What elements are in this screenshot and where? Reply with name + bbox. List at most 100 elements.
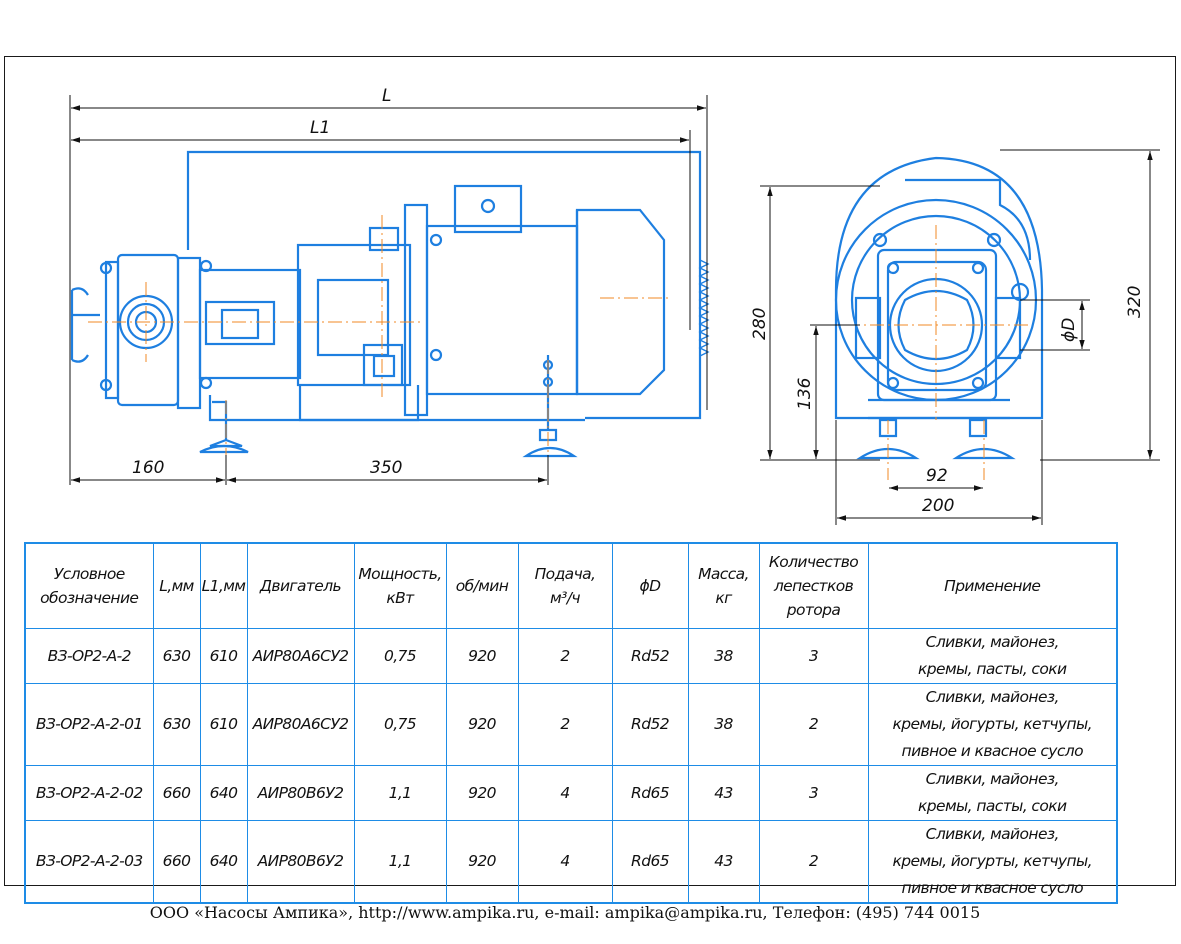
cell-flow: 2: [517, 683, 613, 766]
dim-320: 320: [1125, 286, 1145, 318]
header-cell: Количество лепестков ротора: [758, 542, 869, 629]
cell-flow: 4: [517, 765, 613, 821]
dim-92: 92: [926, 466, 948, 486]
cell-L: 630: [152, 628, 201, 684]
header-text: Двигатель: [259, 577, 342, 595]
cell-L: 630: [152, 683, 201, 766]
cell-power: 0,75: [353, 628, 447, 684]
header-text: Применение: [944, 577, 1041, 595]
header-text: Количество: [768, 553, 859, 571]
header-text: Условное: [53, 565, 125, 583]
header-text: м³/ч: [550, 589, 580, 607]
dim-L: L: [382, 86, 391, 106]
front-view: [834, 156, 1044, 460]
cell-petals: 3: [758, 765, 869, 821]
header-text: Масса,: [698, 565, 749, 583]
dim-160: 160: [132, 458, 164, 478]
header-cell: Масса, кг: [687, 542, 760, 629]
cell-motor: АИР80А6СУ2: [246, 683, 355, 766]
cell-use: Сливки, майонез,кремы, пасты, соки: [867, 628, 1118, 684]
header-cell: об/мин: [445, 542, 519, 629]
header-cell: L,мм: [152, 542, 201, 629]
cell-code: ВЗ-ОР2-А-2-03: [24, 820, 154, 904]
use-line: Сливки, майонез,: [925, 688, 1060, 706]
cell-rpm: 920: [445, 628, 519, 684]
side-view: [70, 150, 710, 458]
cell-D: Rd65: [611, 820, 689, 904]
cell-power: 1,1: [353, 820, 447, 904]
cell-use: Сливки, майонез, кремы, пасты, соки: [867, 765, 1118, 821]
cell-D: Rd65: [611, 765, 689, 821]
header-text: L1,мм: [201, 577, 246, 595]
cell-flow: 2: [517, 628, 613, 684]
header-text: ротора: [786, 601, 841, 619]
cell-mass: 38: [687, 683, 760, 766]
header-text: Подача,: [534, 565, 596, 583]
cell-L1: 640: [199, 820, 248, 904]
use-line: Сливки, майонез,: [925, 825, 1060, 843]
cell-code: ВЗ-ОР2-А-2-01: [24, 683, 154, 766]
cell-rpm: 920: [445, 820, 519, 904]
use-line: кремы, йогурты, кетчупы,: [892, 715, 1092, 733]
use-line: кремы, пасты, соки: [918, 797, 1067, 815]
cell-L1: 640: [199, 765, 248, 821]
use-line: пивное и квасное сусло: [901, 742, 1084, 760]
company-footer: ООО «Насосы Ампика», http://www.ampika.r…: [149, 903, 981, 922]
header-text: лепестков: [773, 577, 854, 595]
cell-power: 0,75: [353, 683, 447, 766]
cell-use: Сливки, майонез, кремы, йогурты, кетчупы,…: [867, 683, 1118, 766]
use-line: кремы, пасты, соки: [918, 660, 1067, 678]
cell-petals: 3: [758, 628, 869, 684]
pump-technical-drawing: L L1 160 350: [69, 86, 1160, 525]
dim-phiD: ϕD: [1059, 318, 1079, 342]
spec-table: Условное обозначение L,мм L1,мм Двигатель Мощ…: [24, 542, 1118, 904]
header-text: обозначение: [40, 589, 139, 607]
header-text: Мощность,: [358, 565, 442, 583]
dim-200: 200: [922, 496, 954, 516]
header-cell: L1,мм: [199, 542, 248, 629]
use-line: Сливки, майонез,: [925, 770, 1060, 788]
cell-L: 660: [152, 765, 201, 821]
centerlines-side: [88, 215, 672, 460]
dim-136: 136: [795, 377, 815, 410]
cell-mass: 43: [687, 820, 760, 904]
cell-L1: 610: [199, 628, 248, 684]
cell-rpm: 920: [445, 765, 519, 821]
header-text: кг: [715, 589, 732, 607]
dim-280: 280: [750, 308, 770, 340]
cell-code: ВЗ-ОР2-А-2: [24, 628, 154, 684]
header-text: кВт: [386, 589, 414, 607]
cell-petals: 2: [758, 683, 869, 766]
dim-350: 350: [370, 458, 402, 478]
use-line: кремы, йогурты, кетчупы,: [892, 852, 1092, 870]
cell-power: 1,1: [353, 765, 447, 821]
table-header-row: Условное обозначение L,мм L1,мм Двигатель Мощ…: [24, 542, 1118, 629]
cell-flow: 4: [517, 820, 613, 904]
header-text: об/мин: [455, 577, 509, 595]
cell-code: ВЗ-ОР2-А-2-02: [24, 765, 154, 821]
cell-D: Rd52: [611, 628, 689, 684]
cell-mass: 38: [687, 628, 760, 684]
cell-petals: 2: [758, 820, 869, 904]
cell-rpm: 920: [445, 683, 519, 766]
cell-use: Сливки, майонез, кремы, йогурты, кетчупы,…: [867, 820, 1118, 904]
dim-L1: L1: [310, 118, 330, 138]
use-line: пивное и квасное сусло: [901, 879, 1084, 897]
cell-mass: 43: [687, 765, 760, 821]
header-cell: Условное обозначение: [24, 542, 154, 629]
header-cell: Подача, м³/ч: [517, 542, 613, 629]
cell-L: 660: [152, 820, 201, 904]
header-cell: Двигатель: [246, 542, 355, 629]
centerlines-front: [846, 225, 1030, 480]
header-cell: Мощность, кВт: [353, 542, 447, 629]
cell-motor: АИР80В6У2: [246, 765, 355, 821]
cell-D: Rd52: [611, 683, 689, 766]
header-text: L,мм: [159, 577, 194, 595]
cell-motor: АИР80В6У2: [246, 820, 355, 904]
header-text: ϕD: [639, 577, 662, 595]
